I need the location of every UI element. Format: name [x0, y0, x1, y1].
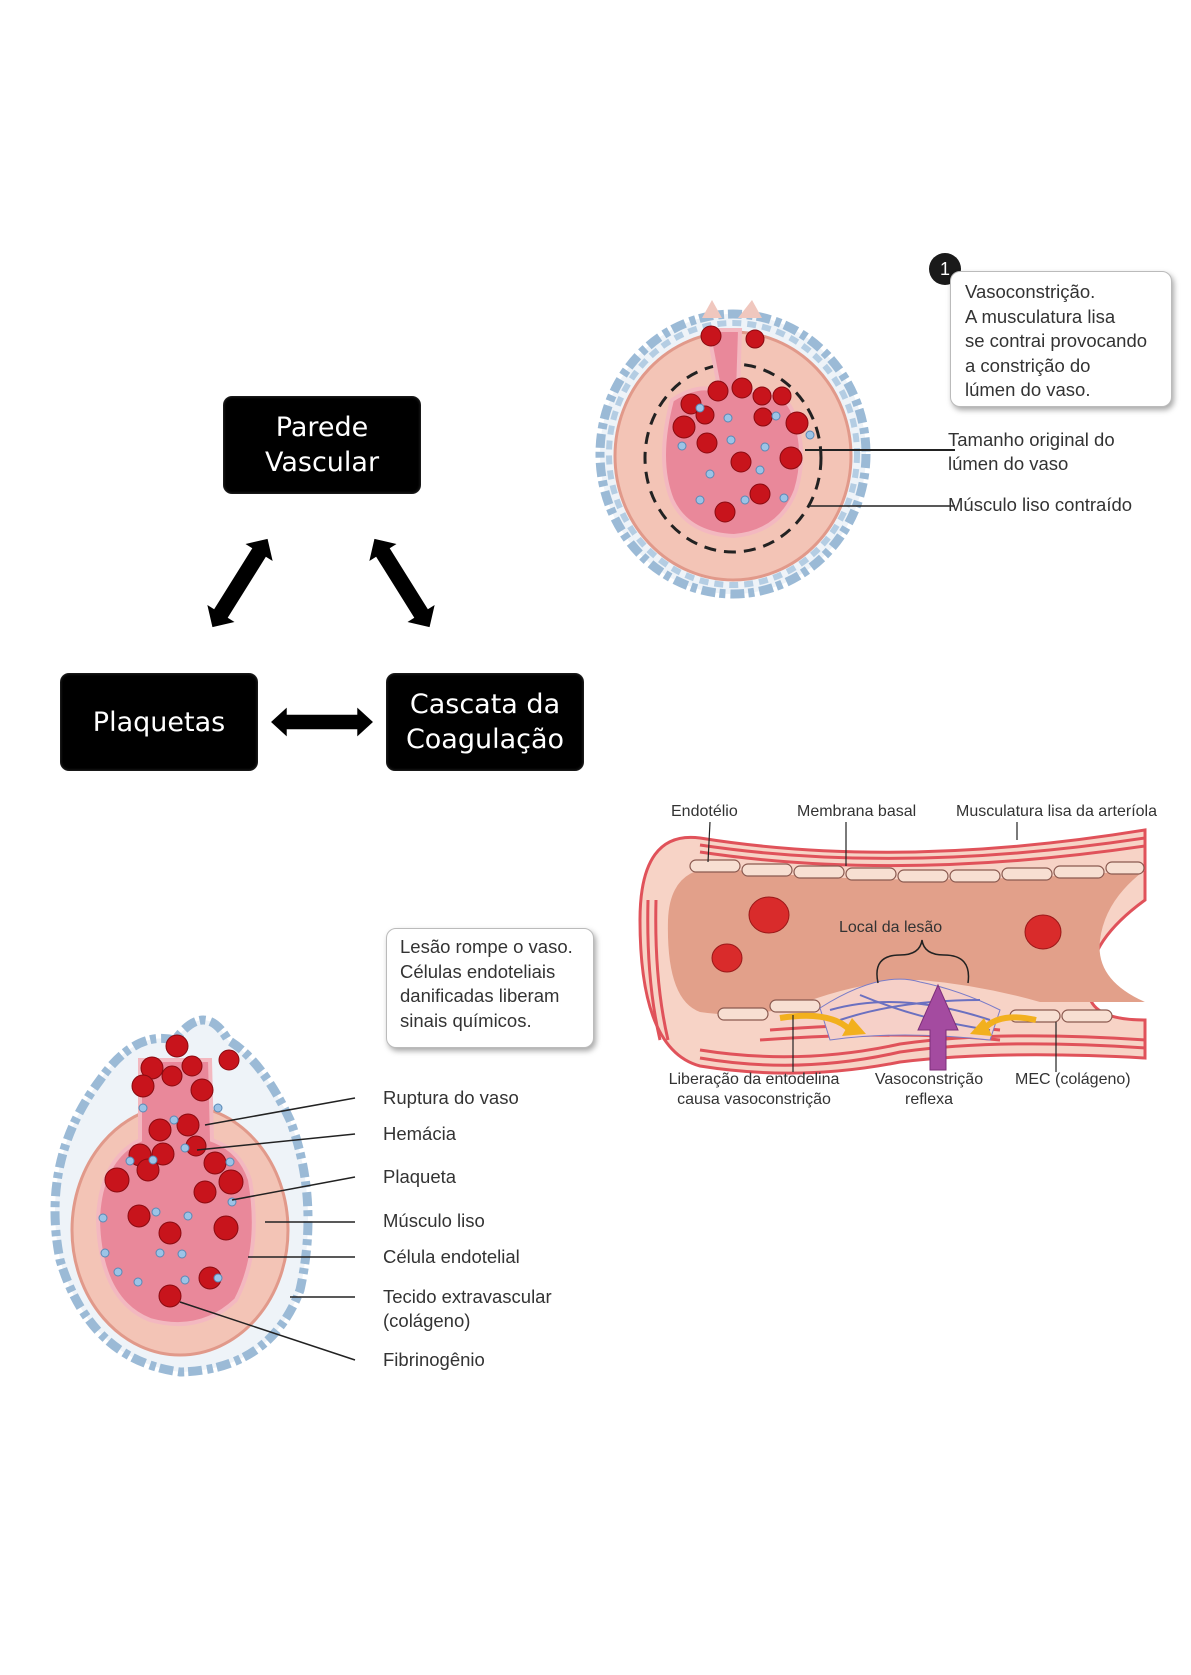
callout-line: se contrai provocando — [965, 330, 1148, 351]
callout-line: a constrição do — [965, 354, 1091, 376]
endothelin-arrow-left — [779, 1012, 853, 1033]
constricted-lumen — [662, 328, 804, 539]
label-endothelin-release: Liberação da entodelina causa vasoconstr… — [664, 1070, 844, 1110]
label-red-blood-cell: Hemácia — [383, 1122, 456, 1146]
collagen-fibers — [829, 994, 991, 1031]
label-arteriole-smooth-muscle: Musculatura lisa da arteríola — [956, 803, 1157, 820]
label-line: Músculo liso — [383, 1210, 485, 1231]
node-label-line: Vascular — [264, 447, 380, 478]
callout-line: Vasoconstrição. — [965, 281, 1096, 302]
callout-line: Células endoteliais — [400, 960, 556, 982]
label-line: Vasoconstrição — [874, 1071, 984, 1088]
platelets — [677, 403, 815, 505]
endothelin-arrow-right — [982, 1014, 1037, 1031]
platelets — [98, 1103, 237, 1287]
callout-line: Lesão rompe o vaso. — [400, 936, 573, 957]
label-line: Tamanho original do — [948, 429, 1115, 450]
label-line: Ruptura do vaso — [383, 1087, 519, 1108]
label-line: MEC (colágeno) — [1015, 1071, 1131, 1088]
ruptured-lumen — [95, 1058, 256, 1327]
label-fibrinogen: Fibrinogênio — [383, 1348, 485, 1372]
label-line: Músculo liso contraído — [948, 494, 1133, 515]
label-line: Tecido extravascular — [383, 1286, 552, 1307]
callout-line: A musculatura lisa — [965, 305, 1116, 327]
injury-brace — [876, 939, 970, 984]
node-label-line: Parede — [275, 412, 369, 443]
label-extravascular-tissue: Tecido extravascular (colágeno) — [383, 1285, 552, 1333]
reflex-vasoconstriction-arrow — [917, 983, 959, 1071]
label-line: Plaqueta — [383, 1166, 457, 1187]
label-line: (colágeno) — [383, 1310, 471, 1331]
label-line: Hemácia — [383, 1123, 456, 1144]
label-line: lúmen do vaso — [948, 453, 1069, 474]
node-label-line: Plaquetas — [92, 706, 226, 738]
endothelial-cells — [689, 859, 1145, 1023]
label-injury-site: Local da lesão — [839, 919, 943, 936]
label-basal-membrane: Membrana basal — [797, 803, 917, 820]
node-label-line: Coagulação — [405, 724, 565, 755]
label-endothelium: Endotélio — [671, 803, 738, 820]
label-line: Célula endotelial — [383, 1246, 520, 1267]
label-vessel-rupture: Ruptura do vaso — [383, 1086, 519, 1110]
label-line: reflexa — [904, 1091, 954, 1108]
node-label-line: Cascata da — [409, 689, 561, 720]
red-blood-cells — [711, 896, 1062, 973]
node-plaquetas: Plaquetas — [60, 673, 258, 771]
label-contracted-muscle: Músculo liso contraído — [948, 493, 1132, 517]
node-cascata-coagulacao: Cascata da Coagulação — [386, 673, 584, 771]
label-endothelial-cell: Célula endotelial — [383, 1245, 520, 1269]
label-line: causa vasoconstrição — [677, 1091, 831, 1108]
callout-line: lúmen do vaso. — [965, 379, 1091, 400]
label-platelet: Plaqueta — [383, 1165, 456, 1189]
label-smooth-muscle: Músculo liso — [383, 1209, 485, 1233]
leader-lines — [179, 1097, 356, 1361]
callout-line: sinais químicos. — [400, 1009, 532, 1031]
label-line: Fibrinogênio — [383, 1349, 485, 1370]
label-reflex-vasoconstriction: Vasoconstrição reflexa — [864, 1070, 994, 1110]
callout-line: danificadas liberam — [400, 985, 560, 1006]
vasoconstriction-callout: Vasoconstrição. A musculatura lisa se co… — [950, 271, 1172, 407]
arteriole-lumen — [667, 867, 1145, 1015]
red-blood-cells — [672, 325, 809, 523]
label-ecm-collagen: MEC (colágeno) — [1015, 1070, 1131, 1090]
rupture-callout: Lesão rompe o vaso. Células endoteliais … — [386, 928, 594, 1048]
label-original-lumen: Tamanho original do lúmen do vaso — [948, 428, 1115, 476]
label-line: Liberação da entodelina — [668, 1071, 840, 1088]
